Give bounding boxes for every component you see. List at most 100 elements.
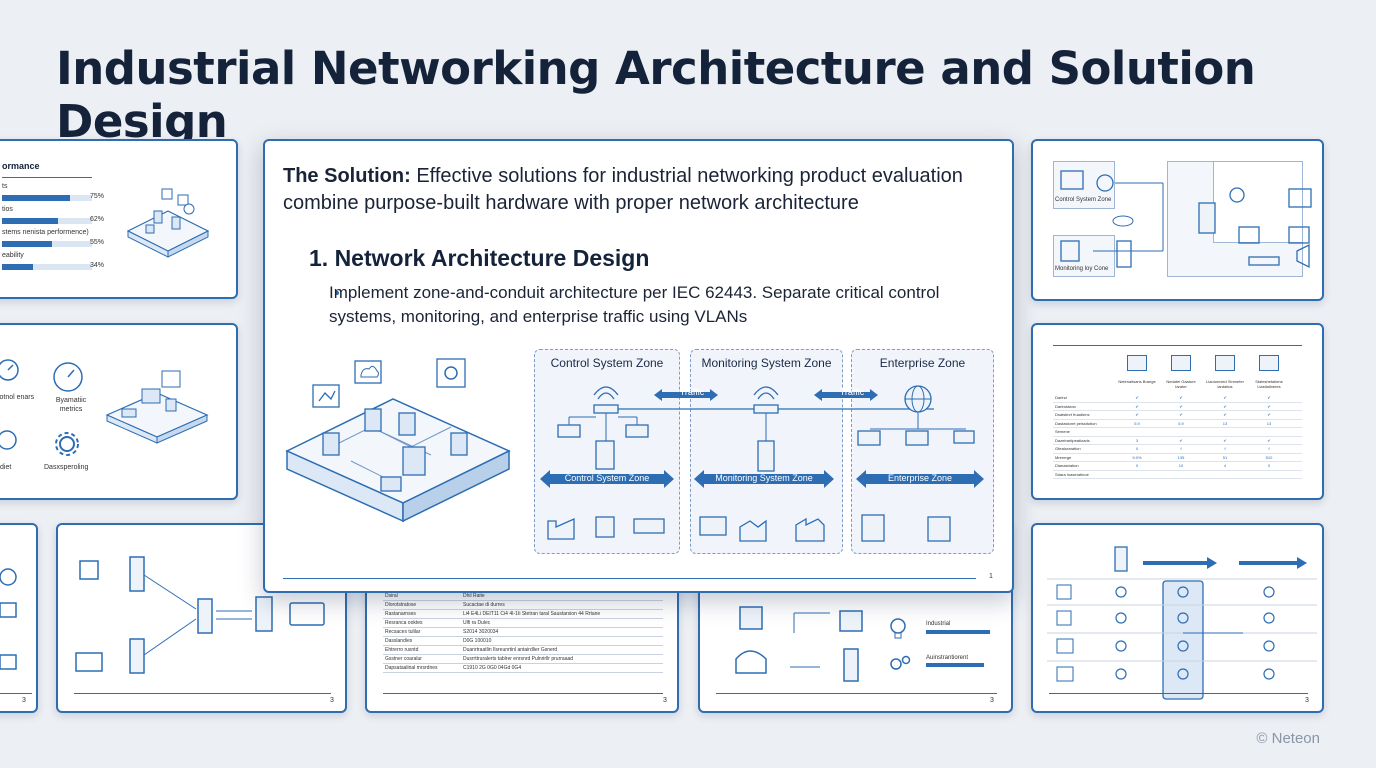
isometric-factory-icon (105, 370, 209, 444)
table-cell-value: Li4 E4Li DEIT11 Ci4 4I-1Ii Stetran taral… (463, 611, 601, 617)
table-cell-label: Resranca ooktes (385, 620, 423, 626)
isometric-network-icon (126, 188, 210, 258)
table-header: Liaotunnied Sinmeter iardatios (1206, 379, 1244, 389)
table-cell: 3 (1135, 437, 1139, 443)
table-row-label: Dartrotatorc (1055, 403, 1077, 409)
lead-bold: The Solution: (283, 165, 411, 187)
table-row-divider (383, 645, 663, 646)
table-row-divider (1053, 410, 1302, 411)
table-header: Netenaitsans Brange (1118, 379, 1156, 384)
table-cell-value: Dhil Raite (463, 593, 485, 599)
page-number: 3 (990, 697, 994, 704)
slide-thumbnail-checks[interactable]: 3 (1031, 523, 1324, 713)
page-number: 1 (989, 573, 993, 580)
gauge-icon (0, 359, 19, 381)
page-number: 3 (663, 697, 667, 704)
table-cell-label: Dlorotstratose (385, 602, 417, 608)
gears-icon (890, 655, 911, 670)
table-cell-label: Ehtrerro rusntd (385, 647, 419, 653)
perf-bar (2, 218, 58, 224)
table-row-divider (383, 627, 663, 628)
bar-label: Industrial (926, 621, 951, 627)
device-flow-diagram (735, 606, 863, 682)
table-row-divider (383, 618, 663, 619)
page-number: 3 (22, 697, 26, 704)
table-cell-value: D0G 100010 (463, 638, 492, 644)
slide-thumbnail-metrics[interactable]: tiotnol enars Byamatiic metrics diet Das… (0, 323, 238, 500)
device-icon (1259, 355, 1279, 371)
zone-label: Monitoring loy Cone (1055, 266, 1109, 272)
table-cell: 13 (1266, 420, 1272, 426)
table-row-divider (1053, 444, 1302, 445)
zone-title: Enterprise Zone (879, 356, 966, 370)
bar-label: Auinstrantiorent (926, 655, 969, 661)
table-row-divider (1053, 478, 1302, 479)
table-cell: 51 (1222, 454, 1228, 460)
zone-label: Control System Zone (1055, 197, 1112, 203)
bullet-text: Implement zone-and-conduit architecture … (329, 283, 940, 326)
perf-bar (2, 264, 33, 270)
table-row-divider (383, 609, 663, 610)
table-cell: ✔ (1267, 437, 1271, 443)
table-cell: 5.9 (1134, 420, 1140, 426)
traffic-label: Traffic (679, 387, 705, 397)
table-cell: f (1224, 446, 1226, 451)
table-cell: 5.0% (1132, 454, 1142, 460)
bullet-icon (335, 291, 339, 295)
slide-lead: The Solution: Effective solutions for in… (283, 163, 1003, 217)
gear-icon (55, 432, 79, 456)
table-row-divider (383, 663, 663, 664)
table-cell-label: Gsstner coaralur (385, 656, 422, 662)
slide-thumbnail-zones[interactable]: Control System Zone Monitoring loy Cone (1031, 139, 1324, 301)
main-slide[interactable]: The Solution: Effective solutions for in… (263, 139, 1014, 593)
table-header: Nedatel Gaature Iarater (1166, 379, 1196, 389)
table-row-label: Sdara Inaseratinoe (1055, 471, 1089, 477)
zone-title: Control System Zone (550, 356, 664, 370)
zone-network-diagram (1060, 170, 1312, 269)
table-cell: ✔ (1179, 403, 1183, 409)
table-header: Stateshetatiens Liastiallneres (1255, 379, 1283, 389)
copyright: © Neteon (1256, 730, 1320, 747)
table-row-label: Dsatstinrt fruadiens (1055, 412, 1090, 417)
table-cell: ✔ (1135, 395, 1139, 400)
traffic-label: Traffic (839, 387, 865, 397)
metric-label: Dasxsperoling (44, 464, 89, 471)
perf-row-value: 34% (90, 262, 105, 269)
zone-diagram (540, 385, 984, 542)
perf-bar (2, 195, 70, 201)
slide-thumbnail-edge[interactable]: 3 (0, 523, 38, 713)
check-matrix-diagram (1047, 546, 1317, 700)
section-heading: 1. Network Architecture Design (309, 245, 650, 271)
table-cell-value: Sucactae di durres (463, 602, 505, 608)
table-row-divider (383, 636, 663, 637)
perf-bar-track (2, 264, 92, 270)
alert-gauge-icon (0, 430, 17, 450)
device-icon (1127, 355, 1147, 371)
table-cell: ✔ (1223, 395, 1227, 400)
perf-row-value: 62% (90, 216, 105, 223)
table-cell: ✔ (1223, 437, 1227, 443)
table-row-divider (1053, 461, 1302, 462)
table-row-divider (383, 600, 663, 601)
table-cell: ✔ (1223, 403, 1227, 409)
table-cell: 0 (1267, 463, 1271, 468)
page-number: 3 (1305, 697, 1309, 704)
table-cell-value: Dusrrttruralerts tablrer enrsnrd Pulnrir… (463, 656, 574, 662)
perf-row-label: ts (2, 183, 8, 190)
table-cell: 510 (1265, 454, 1273, 460)
table-row-label: Dazetrartipeatioaris (1055, 437, 1090, 443)
table-cell: 4 (1223, 463, 1227, 468)
table-cell-label: Rastanarnses (385, 611, 416, 617)
slide-thumbnail-comparison[interactable]: Netenaitsans Brange Nedatel Gaature Iarat… (1031, 323, 1324, 500)
table-row-divider (1053, 452, 1302, 454)
table-top-rule (1053, 345, 1302, 346)
zone-bar-label: Enterprise Zone (887, 473, 953, 483)
table-row-divider (383, 654, 663, 655)
topology-diagram (75, 556, 325, 674)
table-row-divider (1053, 435, 1302, 437)
perf-bar (2, 241, 52, 247)
table-cell-label: Dapsataalinal mrsrdnes (385, 665, 438, 671)
table-cell: ✔ (1267, 403, 1271, 409)
table-cell: f (1268, 446, 1270, 451)
